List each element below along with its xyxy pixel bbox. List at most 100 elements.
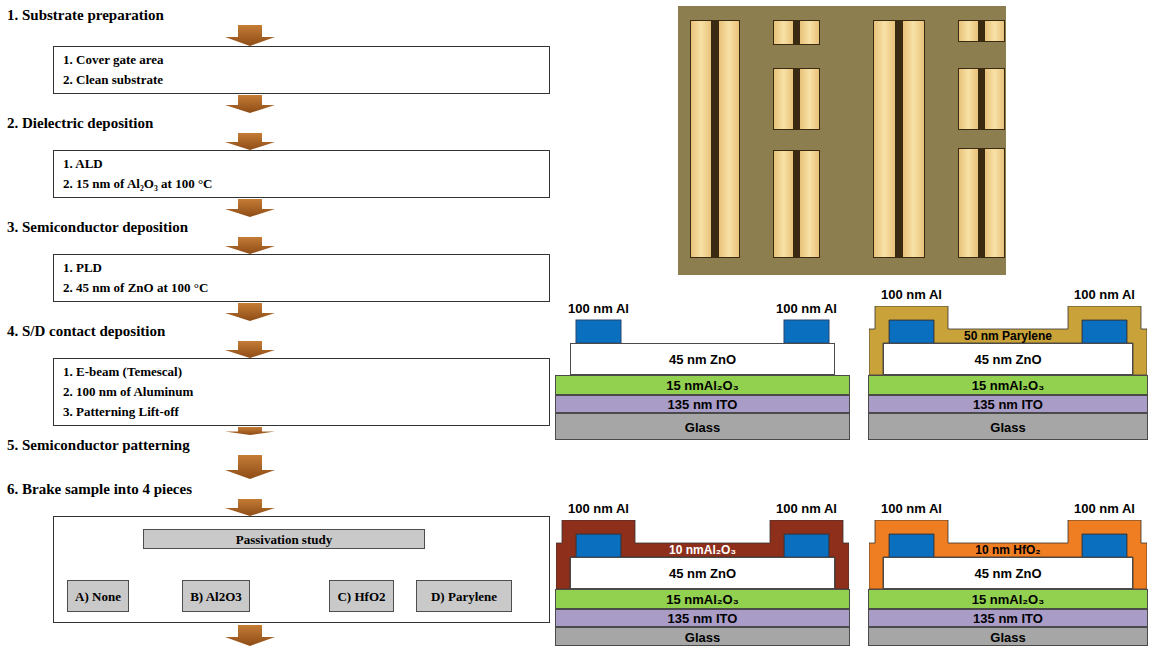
semiconductor-layer: 45 nm ZnO <box>883 343 1133 375</box>
flow-connector <box>225 303 275 321</box>
layer-label: 15 nmAl₂O₃ <box>666 377 738 395</box>
step-heading: 4. S/D contact deposition <box>7 322 550 340</box>
layer-thickness-label: 100 nm Al <box>568 301 629 317</box>
step-item: 1. E-beam (Temescal) <box>63 362 540 382</box>
option-label: Passivation study <box>236 531 332 549</box>
step-heading: 6. Brake sample into 4 pieces <box>7 480 550 498</box>
electrode <box>903 21 924 257</box>
option-label: B) Al2O3 <box>190 582 242 612</box>
electrode-frame <box>873 20 925 258</box>
photo-background <box>678 6 1006 275</box>
dielectric-layer: 15 nmAl₂O₃ <box>555 375 850 395</box>
layer-label: 15 nmAl₂O₃ <box>666 591 738 609</box>
electrode <box>691 21 711 257</box>
flow-arrow <box>225 133 275 150</box>
semiconductor-layer: 45 nm ZnO <box>570 557 835 589</box>
electrode-frame <box>773 20 820 45</box>
flow-arrow <box>225 625 275 646</box>
passivation-label: 50 nm Parylene <box>934 329 1082 343</box>
layer-label: 135 nm ITO <box>973 397 1043 413</box>
option-box: D) Parylene <box>416 580 512 612</box>
process-box: 1. Cover gate area2. Clean substrate <box>53 46 550 94</box>
step-item: 1. ALD <box>63 154 540 174</box>
process-box: 1. ALD2. 15 nm of Al₂O₃ at 100 °C <box>53 150 550 198</box>
electrode <box>985 149 1004 257</box>
option-label: D) Parylene <box>431 582 497 612</box>
layer-label: Glass <box>685 629 720 646</box>
electrode <box>719 21 739 257</box>
electrode <box>774 151 793 257</box>
layer-label: Glass <box>685 415 720 440</box>
layer-thickness-label: 100 nm Al <box>776 301 837 317</box>
flow-connector <box>225 427 275 435</box>
process-step: 4. S/D contact deposition 1. E-beam (Teme… <box>7 322 550 426</box>
option-label: C) HfO2 <box>337 582 385 612</box>
ito-layer: 135 nm ITO <box>868 395 1148 413</box>
al-contact <box>784 320 829 343</box>
electrode-pairs <box>690 20 1005 258</box>
electrode <box>874 21 895 257</box>
ito-layer: 135 nm ITO <box>868 609 1148 627</box>
flow-arrow <box>225 25 275 46</box>
al-contact <box>1082 534 1127 557</box>
layer-thickness-label: 100 nm Al <box>1074 501 1135 517</box>
layer-thickness-label: 100 nm Al <box>881 501 942 517</box>
electrode <box>800 21 819 44</box>
flow-arrow <box>225 499 275 516</box>
glass-substrate: Glass <box>868 413 1148 440</box>
option-box: C) HfO2 <box>329 580 394 612</box>
micrograph-photo <box>678 6 1006 275</box>
al-contact <box>576 320 621 343</box>
electrode <box>959 149 978 257</box>
electrode-frame <box>690 20 740 258</box>
glass-substrate: Glass <box>555 413 850 440</box>
flow-connector <box>225 199 275 217</box>
process-step: 5. Semiconductor patterning <box>7 436 550 454</box>
dielectric-layer: 15 nmAl₂O₃ <box>868 375 1148 395</box>
layer-label: 15 nmAl₂O₃ <box>972 591 1044 609</box>
electrode <box>959 69 978 129</box>
step-heading: 3. Semiconductor deposition <box>7 218 550 236</box>
process-box: 1. E-beam (Temescal)2. 100 nm of Aluminu… <box>53 358 550 426</box>
step-heading: 5. Semiconductor patterning <box>7 436 550 454</box>
passivation-outline <box>556 520 849 589</box>
layer-label: Glass <box>990 415 1025 440</box>
ito-layer: 135 nm ITO <box>555 395 850 413</box>
flow-arrow <box>225 237 275 254</box>
dielectric-layer: 15 nmAl₂O₃ <box>555 589 850 609</box>
option-box: Passivation study <box>143 529 425 549</box>
step-item: 1. Cover gate area <box>63 50 540 70</box>
process-step: 1. Substrate preparation 1. Cover gate ar… <box>7 6 550 94</box>
electrode <box>800 69 819 129</box>
al-contact <box>889 320 934 343</box>
electrode <box>985 69 1004 129</box>
layer-label: 135 nm ITO <box>668 397 738 413</box>
passivation-outline <box>869 520 1147 589</box>
electrode-frame <box>958 68 1005 130</box>
layer-thickness-label: 100 nm Al <box>881 287 942 303</box>
layer-label: 15 nmAl₂O₃ <box>972 377 1044 395</box>
ito-layer: 135 nm ITO <box>555 609 850 627</box>
semiconductor-layer: 45 nm ZnO <box>883 557 1133 589</box>
process-step: 2. Dielectric deposition1. ALD2. 15 nm o… <box>7 114 550 198</box>
process-step: 3. Semiconductor deposition 1. PLD2. 45 n… <box>7 218 550 302</box>
layer-thickness-label: 100 nm Al <box>568 501 629 517</box>
passivation-outline <box>869 306 1147 375</box>
step-heading: 1. Substrate preparation <box>7 6 550 24</box>
al-contact <box>784 534 829 557</box>
layer-thickness-label: 100 nm Al <box>1074 287 1135 303</box>
step-item: 2. 100 nm of Aluminum <box>63 382 540 402</box>
layer-label: 45 nm ZnO <box>974 559 1041 589</box>
passivation-label: 10 nm HfO₂ <box>934 543 1082 557</box>
step-item: 2. 15 nm of Al₂O₃ at 100 °C <box>63 174 540 194</box>
option-label: A) None <box>75 582 121 612</box>
al-contact <box>889 534 934 557</box>
glass-substrate: Glass <box>555 627 850 646</box>
flow-connector <box>225 455 275 479</box>
process-box: 1. PLD2. 45 nm of ZnO at 100 °C <box>53 254 550 302</box>
electrode-frame <box>958 20 1005 42</box>
al-contact <box>576 534 621 557</box>
layer-label: 45 nm ZnO <box>669 345 736 375</box>
electrode-frame <box>773 68 820 130</box>
electrode <box>774 21 793 44</box>
